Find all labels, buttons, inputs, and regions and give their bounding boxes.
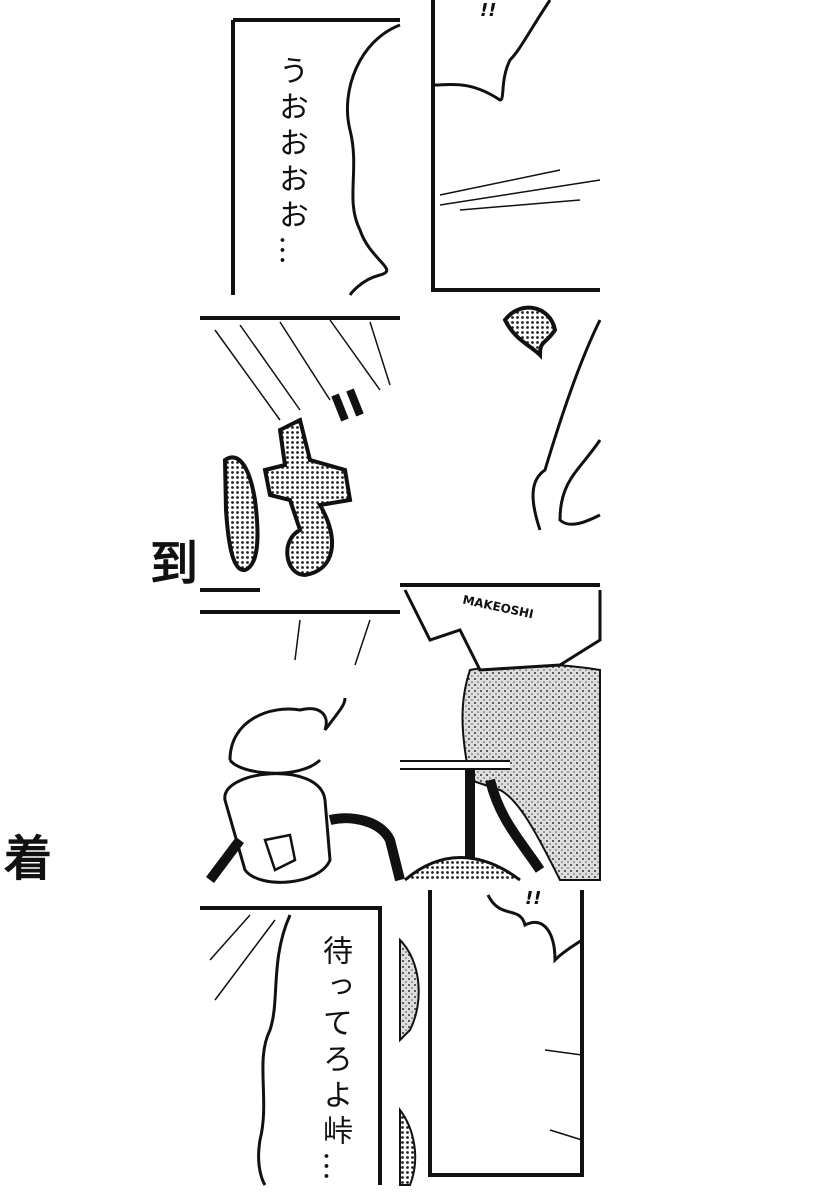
shorts (461, 663, 601, 881)
panel-8-frame (428, 890, 584, 1177)
panel-2-frame (431, 0, 600, 292)
panel-1-character-outline (345, 23, 401, 296)
panel-2-exclaim: !! (480, 0, 497, 21)
panel-7-caption: 待ってろよ峠… (317, 935, 352, 1187)
helmet-cat (228, 697, 347, 775)
panel-1-frame (231, 18, 400, 295)
panel-2-character-outline (434, 0, 552, 102)
rider-head (223, 772, 332, 884)
sfx-ba-stroke-1 (222, 455, 260, 572)
panel-3-frame (200, 316, 400, 592)
arm-outline (531, 319, 602, 531)
panel-1-caption: うおおおお… (273, 55, 308, 271)
backpack-strap (206, 813, 405, 883)
panel-7-frame (200, 906, 382, 1185)
arrival-label-bottom: 着 (4, 831, 53, 887)
shirt-outline (403, 589, 602, 672)
sfx-ba-stroke-2 (262, 417, 353, 578)
panel-8-exclaim: !! (525, 888, 542, 909)
arrival-label-top: 到 (150, 536, 199, 592)
sfx-tsu (502, 305, 558, 360)
